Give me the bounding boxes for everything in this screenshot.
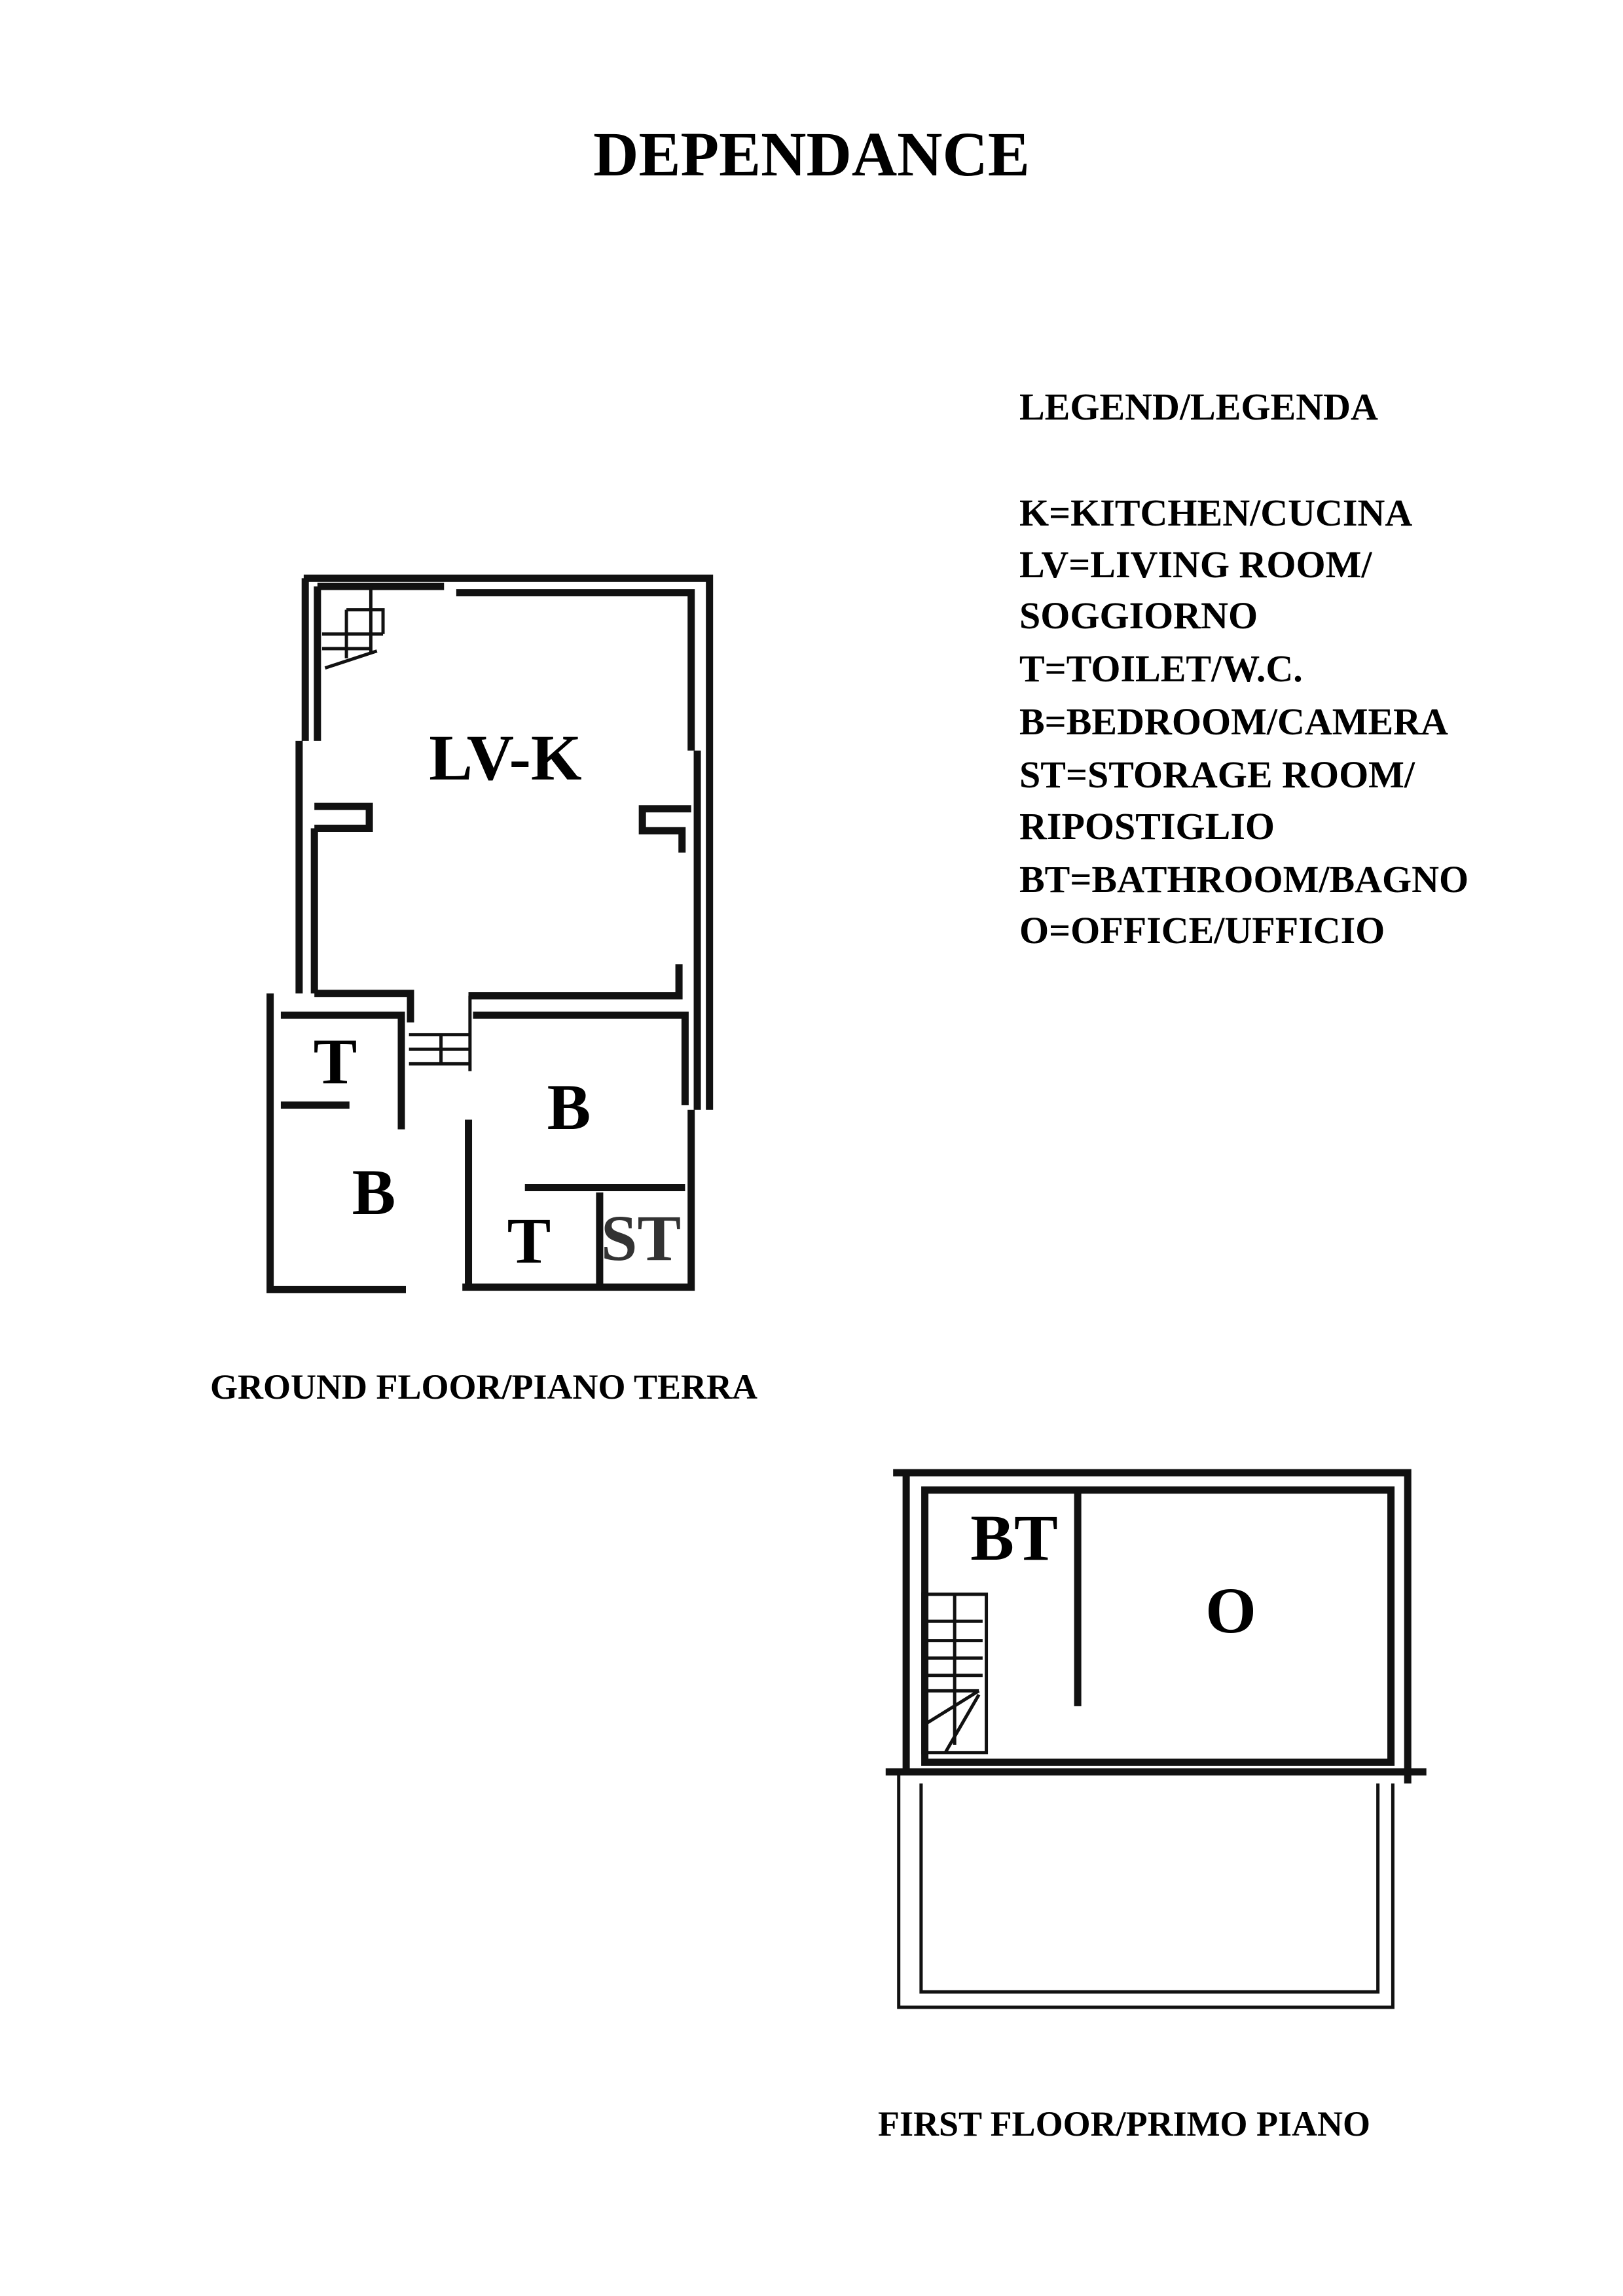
legend-heading: LEGEND/LEGENDA <box>1019 386 1378 428</box>
ground-floor-label: GROUND FLOOR/PIANO TERRA <box>210 1367 758 1407</box>
room-label-bedroom: B <box>352 1156 396 1229</box>
legend-item: O=OFFICE/UFFICIO <box>1019 909 1385 952</box>
room-label-bathroom: BT <box>970 1501 1058 1574</box>
legend-item: LV=LIVING ROOM/ <box>1019 543 1372 586</box>
first-floor-label: FIRST FLOOR/PRIMO PIANO <box>878 2104 1371 2144</box>
legend-item: BT=BATHROOM/BAGNO <box>1019 858 1469 901</box>
room-label-toilet: T <box>313 1025 357 1098</box>
legend-item: B=BEDROOM/CAMERA <box>1019 700 1448 743</box>
first-floor-plan <box>871 1440 1447 2042</box>
ground-floor-plan <box>249 556 720 1309</box>
room-label-living-kitchen: LV-K <box>429 721 582 794</box>
page-title: DEPENDANCE <box>593 119 1030 189</box>
legend-item: SOGGIORNO <box>1019 594 1258 637</box>
room-label-bedroom: B <box>547 1071 591 1143</box>
room-label-toilet: T <box>507 1204 551 1277</box>
legend-item: ST=STORAGE ROOM/ <box>1019 753 1415 796</box>
room-label-office: O <box>1205 1574 1256 1647</box>
legend-item: RIPOSTIGLIO <box>1019 805 1275 848</box>
legend-item: T=TOILET/W.C. <box>1019 647 1303 690</box>
room-label-storage: ST <box>600 1202 682 1274</box>
legend-item: K=KITCHEN/CUCINA <box>1019 492 1413 534</box>
